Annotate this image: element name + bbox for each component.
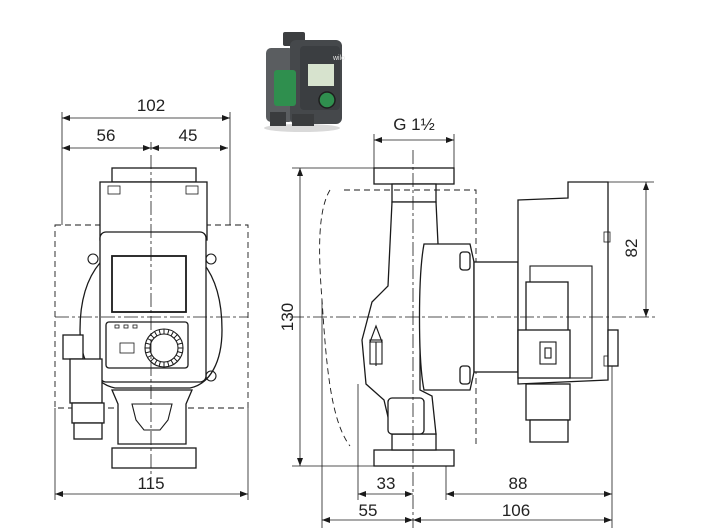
knob-tick [173, 357, 178, 362]
dim-inlet-offset: 33 [377, 474, 396, 493]
dim-motor-length: 88 [509, 474, 528, 493]
dim-front-base-width: 115 [137, 474, 164, 493]
knob-tick [154, 359, 158, 365]
side-view [290, 134, 656, 528]
knob-tick [145, 351, 151, 354]
dim-motor-top: 82 [622, 239, 641, 258]
dim-side-height: 130 [278, 303, 297, 331]
knob-tick [175, 354, 181, 358]
dim-pipe-thread: G 1½ [393, 115, 435, 134]
knob-tick [150, 357, 155, 362]
dim-front-total-width: 102 [137, 96, 165, 115]
brand-badge: wilo [332, 55, 345, 62]
knob-tick [158, 361, 161, 367]
knob-tick [170, 359, 174, 365]
knob-tick [177, 351, 183, 354]
pump-photo: wilo [264, 32, 345, 132]
knob-tick [154, 331, 158, 337]
dim-front-left-width: 56 [97, 126, 116, 145]
knob-tick [158, 329, 161, 335]
knob-tick [177, 342, 183, 345]
dim-flange-to-center: 55 [359, 501, 378, 520]
front-view [54, 112, 249, 500]
knob-tick [167, 361, 170, 367]
dim-total-length: 106 [502, 501, 530, 520]
knob-tick [173, 334, 178, 339]
knob-tick [167, 329, 170, 335]
knob-tick [170, 331, 174, 337]
dim-front-right-width: 45 [179, 126, 198, 145]
knob-tick [147, 354, 153, 358]
knob-tick [175, 338, 181, 342]
knob-tick [145, 342, 151, 345]
